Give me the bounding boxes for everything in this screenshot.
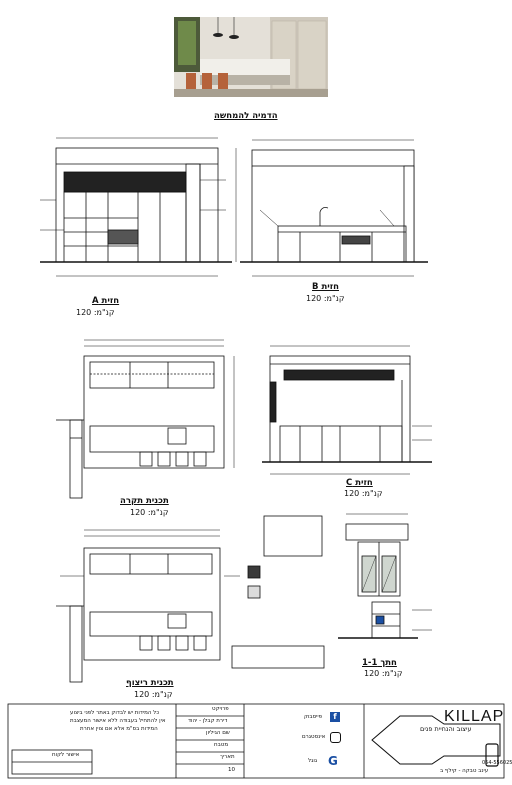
legend-box bbox=[231, 515, 325, 669]
sheet-name-value: מטבח bbox=[214, 742, 229, 748]
view-scale-ceiling-plan: 120 :קנ"מ bbox=[130, 508, 169, 517]
view-title-elevation-a: חזית A bbox=[92, 296, 120, 306]
section-1-1-drawing bbox=[338, 513, 418, 639]
instagram-label: אינסטגרם bbox=[302, 734, 326, 740]
note-line-3: המידות בס"מ אלא אם צוין אחרת bbox=[80, 726, 158, 732]
view-title-ceiling-plan: תכנית תקרה bbox=[120, 496, 169, 506]
project-name: דירת קבלן - יהוד bbox=[188, 718, 228, 724]
view-title-elevation-c: חזית C bbox=[346, 478, 373, 488]
sheet-name-label: שם הגיליון bbox=[206, 730, 230, 736]
facebook-label: פייסבוק bbox=[304, 714, 323, 720]
instagram-icon[interactable] bbox=[330, 732, 341, 743]
brand-logo-text: KILLAP bbox=[444, 708, 505, 725]
project-label: פרויקט bbox=[212, 706, 229, 712]
designer-phone: 054-5560258 bbox=[482, 760, 512, 766]
sheet-number: 10 bbox=[228, 767, 235, 773]
google-label: גוגל bbox=[308, 758, 318, 764]
view-title-section-1-1: חתך 1-1 bbox=[362, 658, 397, 668]
date-label: תאריך bbox=[220, 754, 235, 760]
view-scale-elevation-a: 120 :קנ"מ bbox=[76, 308, 115, 317]
rendering-image bbox=[174, 17, 328, 97]
title-block-frame bbox=[7, 703, 505, 779]
elevation-a-drawing bbox=[40, 137, 237, 277]
brand-subtitle: עיצוב והנחיית פנים bbox=[420, 725, 472, 733]
main-title: הדמיה להמחשה bbox=[214, 111, 278, 121]
view-title-elevation-b: חזית B bbox=[312, 282, 339, 292]
ceiling-plan-drawing bbox=[56, 339, 235, 499]
facebook-icon[interactable]: f bbox=[330, 712, 340, 722]
view-scale-elevation-b: 120 :קנ"מ bbox=[306, 294, 345, 303]
floor-plan-drawing bbox=[56, 529, 221, 683]
google-icon[interactable]: G bbox=[328, 754, 338, 768]
view-scale-section-1-1: 120 :קנ"מ bbox=[364, 669, 403, 678]
note-line-2: אין להתחיל בעבודה ללא אישור המעצבת bbox=[70, 718, 166, 724]
reference-rendering-photo bbox=[174, 17, 328, 97]
view-scale-elevation-c: 120 :קנ"מ bbox=[344, 489, 383, 498]
designer-name: עינב טבקה - קילף ב bbox=[440, 768, 489, 774]
client-approval-label: אישור לקוח bbox=[52, 752, 80, 758]
elevation-c-drawing bbox=[262, 345, 432, 475]
note-line-1: כל המידות יש לבדוק באתר לפני ביצוע bbox=[70, 710, 160, 716]
view-title-floor-plan: תכנית ריצוף bbox=[126, 678, 174, 688]
view-scale-floor-plan: 120 :קנ"מ bbox=[134, 690, 173, 699]
elevation-b-drawing bbox=[240, 139, 428, 277]
